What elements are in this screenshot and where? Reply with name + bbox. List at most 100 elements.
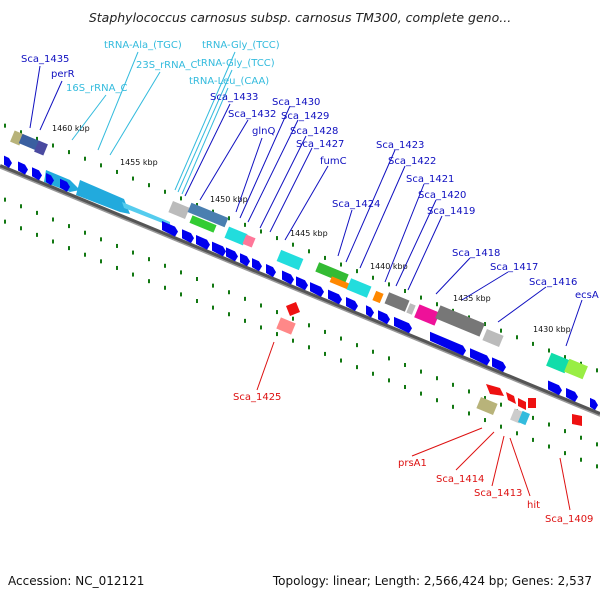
forward-gene-arrow [240, 253, 250, 267]
label-sca1430[interactable]: Sca_1430 [272, 97, 320, 108]
forward-gene-arrow [196, 235, 210, 250]
label-sca1432[interactable]: Sca_1432 [228, 109, 276, 120]
tick-dot [548, 444, 550, 449]
tick-dot [500, 402, 502, 407]
tick-dot [180, 196, 182, 201]
label-trna-gly-2[interactable]: tRNA-Gly_(TCC) [197, 58, 275, 69]
label-trna-leu[interactable]: tRNA-Leu_(CAA) [189, 76, 269, 87]
gene-block-pink [242, 234, 256, 248]
gene-block-cyan [224, 226, 248, 246]
tick-dot [132, 250, 134, 255]
tick-dot [4, 219, 6, 224]
label-sca1433[interactable]: Sca_1433 [210, 92, 258, 103]
label-sca1419[interactable]: Sca_1419 [427, 206, 475, 217]
label-sca1409[interactable]: Sca_1409 [545, 514, 593, 525]
label-trna-ala[interactable]: tRNA-Ala_(TGC) [104, 40, 182, 51]
label-sca1417[interactable]: Sca_1417 [490, 262, 538, 273]
tick-dot [564, 451, 566, 456]
tick-track-top [4, 123, 598, 373]
label-sca1425[interactable]: Sca_1425 [233, 392, 281, 403]
tick-dot [180, 292, 182, 297]
label-trna-gly-1[interactable]: tRNA-Gly_(TCC) [202, 40, 280, 51]
tick-dot [36, 210, 38, 215]
tick-dot [324, 351, 326, 356]
label-sca1422[interactable]: Sca_1422 [388, 156, 436, 167]
scale-label-1460: 1460 kbp [52, 124, 90, 133]
forward-gene-arrow [182, 229, 194, 244]
scale-label-1450: 1450 kbp [210, 195, 248, 204]
tick-dot [228, 312, 230, 317]
reverse-gene-sca1425 [286, 302, 300, 316]
feature-labels: Sca_1435 perR 16S_rRNA_C tRNA-Ala_(TGC) … [21, 40, 599, 525]
label-hit[interactable]: hit [527, 500, 540, 511]
tick-dot [244, 296, 246, 301]
forward-gene-arrow [430, 331, 466, 356]
label-sca1428[interactable]: Sca_1428 [290, 126, 338, 137]
tick-dot [420, 391, 422, 396]
tick-track-mid [4, 197, 598, 447]
map-title: Staphylococcus carnosus subsp. carnosus … [88, 10, 512, 25]
tick-dot [292, 242, 294, 247]
tick-dot [260, 303, 262, 308]
tick-dot [116, 265, 118, 270]
label-sca1424[interactable]: Sca_1424 [332, 199, 380, 210]
forward-gene-arrow [378, 310, 390, 325]
label-sca1427[interactable]: Sca_1427 [296, 139, 344, 150]
label-glnQ[interactable]: glnQ [252, 126, 275, 137]
tick-dot [196, 277, 198, 282]
tick-dot [452, 404, 454, 409]
label-perR[interactable]: perR [51, 69, 75, 80]
reverse-gene-sca1409 [572, 414, 582, 426]
label-sca1418[interactable]: Sca_1418 [452, 248, 500, 259]
forward-gene-arrows [4, 155, 598, 411]
rrna-23s-block [76, 180, 130, 214]
tick-dot [132, 272, 134, 277]
forward-gene-arrow [470, 348, 490, 366]
forward-gene-arrow [18, 161, 28, 175]
label-sca1423[interactable]: Sca_1423 [376, 140, 424, 151]
tick-dot [308, 345, 310, 350]
tick-dot [36, 136, 38, 141]
tick-dot [100, 259, 102, 264]
label-sca1416[interactable]: Sca_1416 [529, 277, 577, 288]
tick-dot [532, 437, 534, 442]
tick-dot [164, 189, 166, 194]
tick-dot [84, 252, 86, 257]
tick-dot [148, 257, 150, 262]
label-sca1421[interactable]: Sca_1421 [406, 174, 454, 185]
tick-dot [596, 368, 598, 373]
label-sca1414[interactable]: Sca_1414 [436, 474, 484, 485]
label-16s-rrna[interactable]: 16S_rRNA_C [66, 83, 127, 94]
tick-dot [580, 457, 582, 462]
reverse-block-cyan [518, 410, 530, 426]
tick-dot [340, 262, 342, 267]
label-ecsA[interactable]: ecsA [575, 290, 599, 301]
tick-dot [548, 422, 550, 427]
tick-dot [468, 389, 470, 394]
label-sca1420[interactable]: Sca_1420 [418, 190, 466, 201]
accession-text: Accession: NC_012121 [8, 574, 145, 588]
gene-block-lightgrey-2 [482, 329, 504, 347]
reverse-gene-prsa1 [486, 384, 504, 396]
label-sca1413[interactable]: Sca_1413 [474, 488, 522, 499]
label-prsA1[interactable]: prsA1 [398, 458, 427, 469]
label-23s-rrna[interactable]: 23S_rRNA_C [136, 60, 197, 71]
gene-block-cyan-2 [276, 249, 304, 271]
scale-label-1440: 1440 kbp [370, 262, 408, 271]
tick-dot [308, 249, 310, 254]
tick-dot [84, 156, 86, 161]
tick-dot [260, 325, 262, 330]
tick-dot [452, 382, 454, 387]
label-fumC[interactable]: fumC [320, 156, 347, 167]
label-sca1435[interactable]: Sca_1435 [21, 54, 69, 65]
tick-dot [244, 222, 246, 227]
tick-dot [132, 176, 134, 181]
reverse-block-olive [476, 397, 498, 415]
label-sca1429[interactable]: Sca_1429 [281, 111, 329, 122]
tick-dot [228, 290, 230, 295]
tick-dot [180, 270, 182, 275]
tick-dot [484, 418, 486, 423]
reverse-features [276, 302, 582, 426]
tick-dot [276, 332, 278, 337]
forward-gene-arrow [548, 380, 562, 396]
